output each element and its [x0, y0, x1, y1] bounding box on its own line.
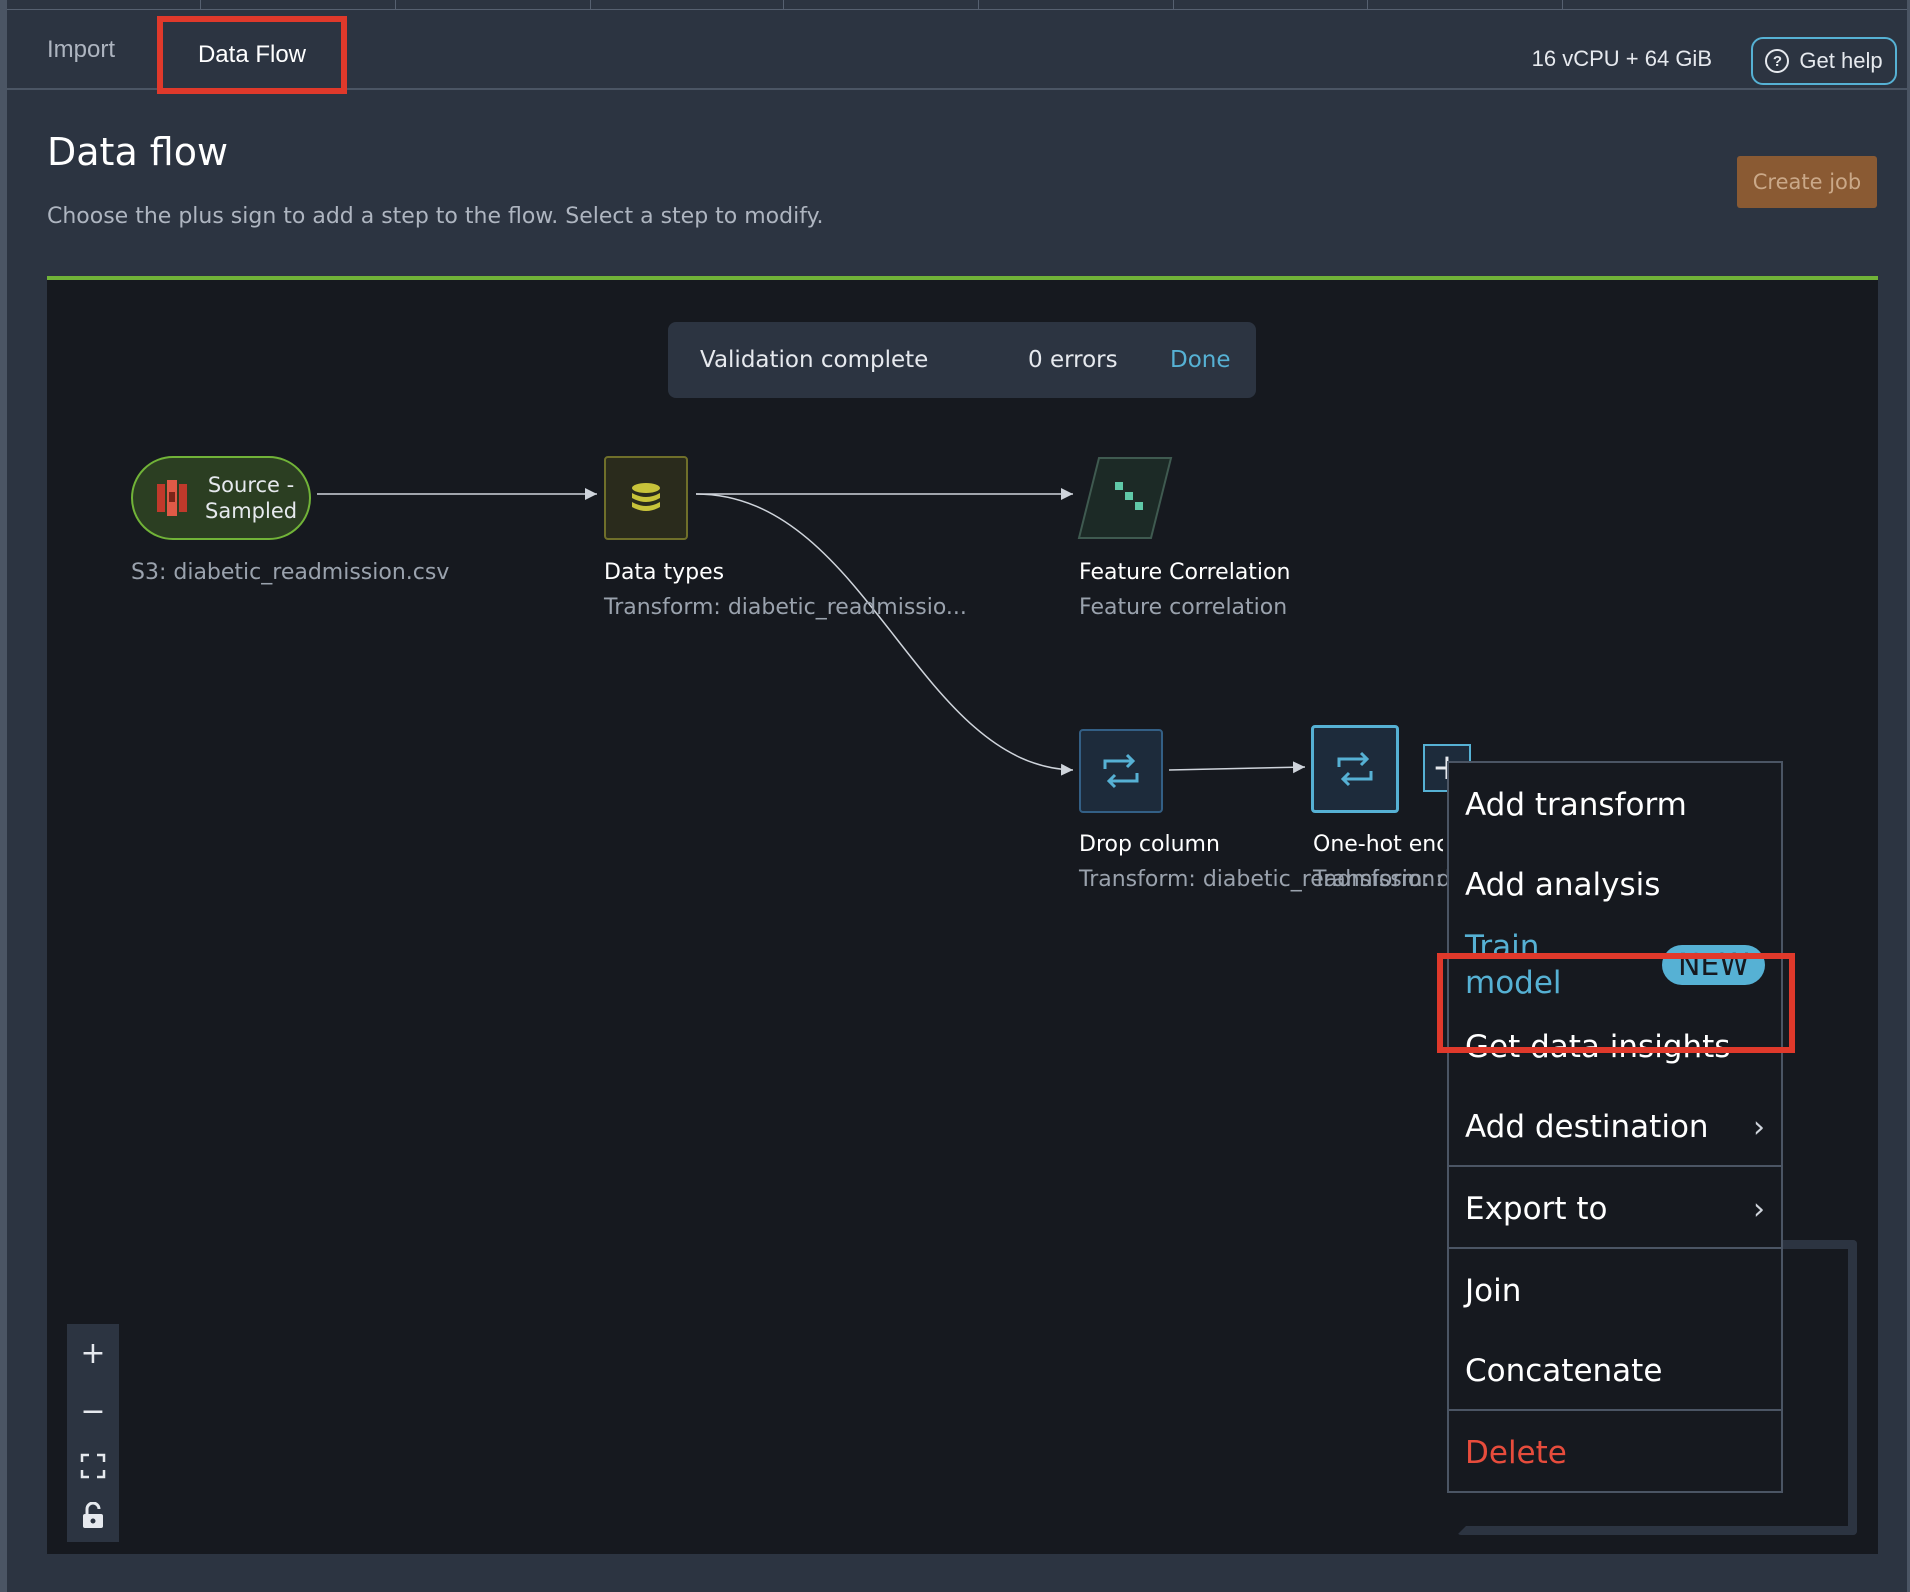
- right-border: [1907, 0, 1910, 1592]
- validation-errors: 0 errors: [1028, 347, 1118, 373]
- menu-divider: [1449, 1409, 1781, 1411]
- tab-bar: Import Data Flow 16 vCPU + 64 GiB ? Get …: [7, 10, 1907, 94]
- menu-item-label: Add analysis: [1465, 867, 1661, 903]
- node-one-hot-encode[interactable]: [1311, 725, 1399, 813]
- s3-bucket-icon: [157, 480, 187, 516]
- menu-divider: [1449, 1165, 1781, 1167]
- menu-item-label: Train model: [1465, 929, 1562, 1001]
- menu-item-label: Delete: [1465, 1435, 1567, 1471]
- get-help-label: Get help: [1799, 48, 1883, 73]
- flow-canvas[interactable]: Validation complete 0 errors Done Source…: [47, 276, 1878, 1554]
- fit-view-icon[interactable]: [80, 1453, 106, 1479]
- database-icon: [632, 483, 660, 511]
- unlock-icon[interactable]: [81, 1502, 105, 1530]
- page-title: Data flow: [47, 130, 229, 174]
- node-source[interactable]: Source - Sampled: [131, 456, 311, 540]
- validation-done-link[interactable]: Done: [1170, 347, 1231, 373]
- chevron-right-icon: ›: [1753, 1109, 1765, 1145]
- top-tab-strip: [0, 0, 1910, 10]
- node-source-sub: S3: diabetic_readmission.csv: [131, 560, 450, 585]
- node-feature-correlation-name: Feature Correlation: [1079, 560, 1291, 585]
- zoom-in-icon[interactable]: +: [80, 1335, 106, 1371]
- resource-indicator[interactable]: 16 vCPU + 64 GiB: [1531, 46, 1712, 71]
- train-model-highlight: [1437, 953, 1795, 1053]
- node-data-types-name: Data types: [604, 560, 725, 585]
- page-subtitle: Choose the plus sign to add a step to th…: [47, 204, 824, 229]
- node-drop-column-name: Drop column: [1079, 832, 1220, 857]
- menu-item-add-analysis[interactable]: Add analysis: [1465, 857, 1765, 913]
- menu-item-export-to[interactable]: Export to ›: [1465, 1181, 1765, 1237]
- menu-item-add-destination[interactable]: Add destination ›: [1465, 1099, 1765, 1155]
- edge-dropcolumn-onehot: [1168, 761, 1306, 774]
- menu-item-label: Add destination: [1465, 1109, 1709, 1145]
- tab-data-flow[interactable]: Data Flow: [157, 16, 347, 94]
- validation-banner: Validation complete 0 errors Done: [668, 322, 1256, 398]
- menu-item-delete[interactable]: Delete: [1465, 1425, 1765, 1481]
- node-drop-column[interactable]: [1079, 729, 1163, 813]
- node-feature-correlation-sub: Feature correlation: [1079, 595, 1288, 620]
- node-data-types[interactable]: [604, 456, 688, 540]
- menu-item-concatenate[interactable]: Concatenate: [1465, 1343, 1765, 1399]
- tab-import[interactable]: Import: [47, 36, 116, 63]
- chevron-right-icon: ›: [1753, 1191, 1765, 1227]
- node-one-hot-sub: Transform: d: [1313, 867, 1451, 892]
- get-help-button[interactable]: ? Get help: [1751, 37, 1897, 85]
- context-menu: Add transform Add analysis Train model N…: [1447, 761, 1783, 1493]
- transform-icon: [1337, 751, 1373, 787]
- node-drop-column-sub: Transform: diabetic_readmission: d: [1079, 867, 1464, 892]
- left-border: [0, 0, 7, 1592]
- menu-item-add-transform[interactable]: Add transform: [1465, 777, 1765, 833]
- analysis-parallelogram-icon: [1077, 457, 1173, 539]
- menu-divider: [1449, 1247, 1781, 1249]
- node-one-hot-name: One-hot enco: [1313, 832, 1443, 857]
- node-source-line2: Sampled: [205, 499, 298, 523]
- create-job-button[interactable]: Create job: [1737, 156, 1877, 208]
- help-icon: ?: [1765, 49, 1790, 73]
- menu-item-label: Join: [1465, 1273, 1522, 1309]
- flow-edges: [317, 488, 1306, 776]
- transform-icon: [1103, 753, 1139, 789]
- menu-item-join[interactable]: Join: [1465, 1263, 1765, 1319]
- menu-item-label: Concatenate: [1465, 1353, 1663, 1389]
- edge-datatypes-dropcolumn: [695, 493, 1074, 776]
- validation-status: Validation complete: [700, 347, 929, 373]
- node-source-line1: Source -: [207, 473, 295, 497]
- menu-item-label: Add transform: [1465, 787, 1687, 823]
- node-data-types-sub: Transform: diabetic_readmissio...: [604, 595, 967, 620]
- zoom-controls: + −: [67, 1324, 119, 1542]
- menu-item-label: Export to: [1465, 1191, 1608, 1227]
- zoom-out-icon[interactable]: −: [80, 1394, 106, 1430]
- node-feature-correlation[interactable]: [1077, 456, 1173, 540]
